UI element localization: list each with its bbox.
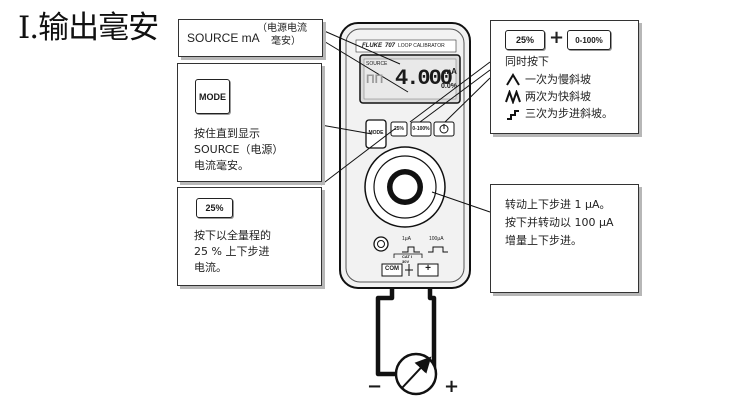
device-subtitle: LOOP CALIBRATOR [398, 43, 445, 49]
combo-item-1: 一次为慢斜坡 [525, 73, 591, 86]
device-25pct-button[interactable]: 25% [393, 126, 404, 132]
ammeter-symbol [394, 352, 438, 396]
combo-25pct-key-icon: 25% [505, 30, 545, 50]
page-title: I.输出毫安 [18, 10, 159, 46]
device-power-button[interactable] [434, 122, 454, 136]
plus-terminal[interactable]: + [425, 263, 431, 274]
fast-ramp-icon [505, 90, 521, 104]
combo-item-3: 三次为步进斜坡。 [525, 107, 613, 120]
knob-callout: 转动上下步进 1 μA。 按下并转动以 100 μA 增量上下步进。 [490, 184, 639, 293]
pct25-desc-3: 电流。 [194, 261, 227, 274]
mode-key-icon: MODE [195, 79, 230, 114]
mode-desc-3: 电流毫安。 [194, 159, 249, 172]
mode-callout: MODE 按住直到显示 SOURCE（电源） 电流毫安。 [177, 63, 322, 182]
mode-desc-2: SOURCE（电源） [194, 143, 284, 156]
pct25-callout: 25% 按下以全量程的 25 % 上下步进 电流。 [177, 187, 322, 286]
knob-small-step-label: 1μA [402, 236, 411, 242]
minus-sign: − [367, 376, 383, 397]
display-value: 4.000 [395, 66, 453, 91]
device-range-button[interactable]: 0-100% [412, 126, 430, 132]
mode-desc-1: 按住直到显示 [194, 127, 260, 140]
display-percent: 0.0% [441, 83, 457, 90]
pct25-key-icon: 25% [196, 198, 233, 218]
source-ma-label: SOURCE mA [187, 31, 260, 45]
combo-range-key-icon: 0-100% [567, 30, 611, 50]
source-ma-desc-1: （电源电流 [257, 23, 307, 34]
loop-calibrator-body [339, 22, 471, 289]
step-ramp-icon [507, 110, 519, 120]
slow-ramp-icon [506, 73, 520, 86]
display-unit: mA [444, 67, 457, 76]
source-ma-callout: SOURCE mA （电源电流 毫安） [178, 19, 323, 57]
combo-plus-sign: + [549, 27, 565, 48]
display-mode: SOURCE [366, 61, 388, 67]
combo-item-2: 两次为快斜坡 [525, 90, 591, 103]
plus-sign: + [444, 376, 460, 397]
knob-desc-3: 增量上下步进。 [505, 234, 582, 247]
pct25-desc-2: 25 % 上下步进 [194, 245, 270, 258]
leader-lines [320, 29, 491, 213]
device-mode-button[interactable]: MODE [368, 130, 384, 136]
brand-label: FLUKE [362, 43, 382, 49]
knob-large-step-label: 100μA [429, 236, 444, 242]
com-terminal[interactable]: COM [385, 266, 399, 272]
source-ma-desc-2: 毫安） [271, 36, 301, 47]
terminal-category-label: CAT I [402, 254, 413, 259]
display-dim-digits: ПП [366, 72, 384, 86]
ramp-callout: 25% + 0-100% 同时按下 一次为慢斜坡 两次为快斜坡 三次为步进斜坡。 [490, 20, 639, 134]
combo-heading: 同时按下 [505, 55, 549, 68]
knob-desc-1: 转动上下步进 1 μA。 [505, 198, 611, 211]
model-label: 707 [385, 43, 396, 49]
device-rotary-knob[interactable] [365, 165, 445, 245]
device-header: FLUKE 707 LOOP CALIBRATOR [362, 41, 458, 51]
terminal-voltage-label: 30V [402, 259, 410, 264]
pct25-desc-1: 按下以全量程的 [194, 229, 271, 242]
knob-desc-2: 按下并转动以 100 μA [505, 216, 614, 229]
